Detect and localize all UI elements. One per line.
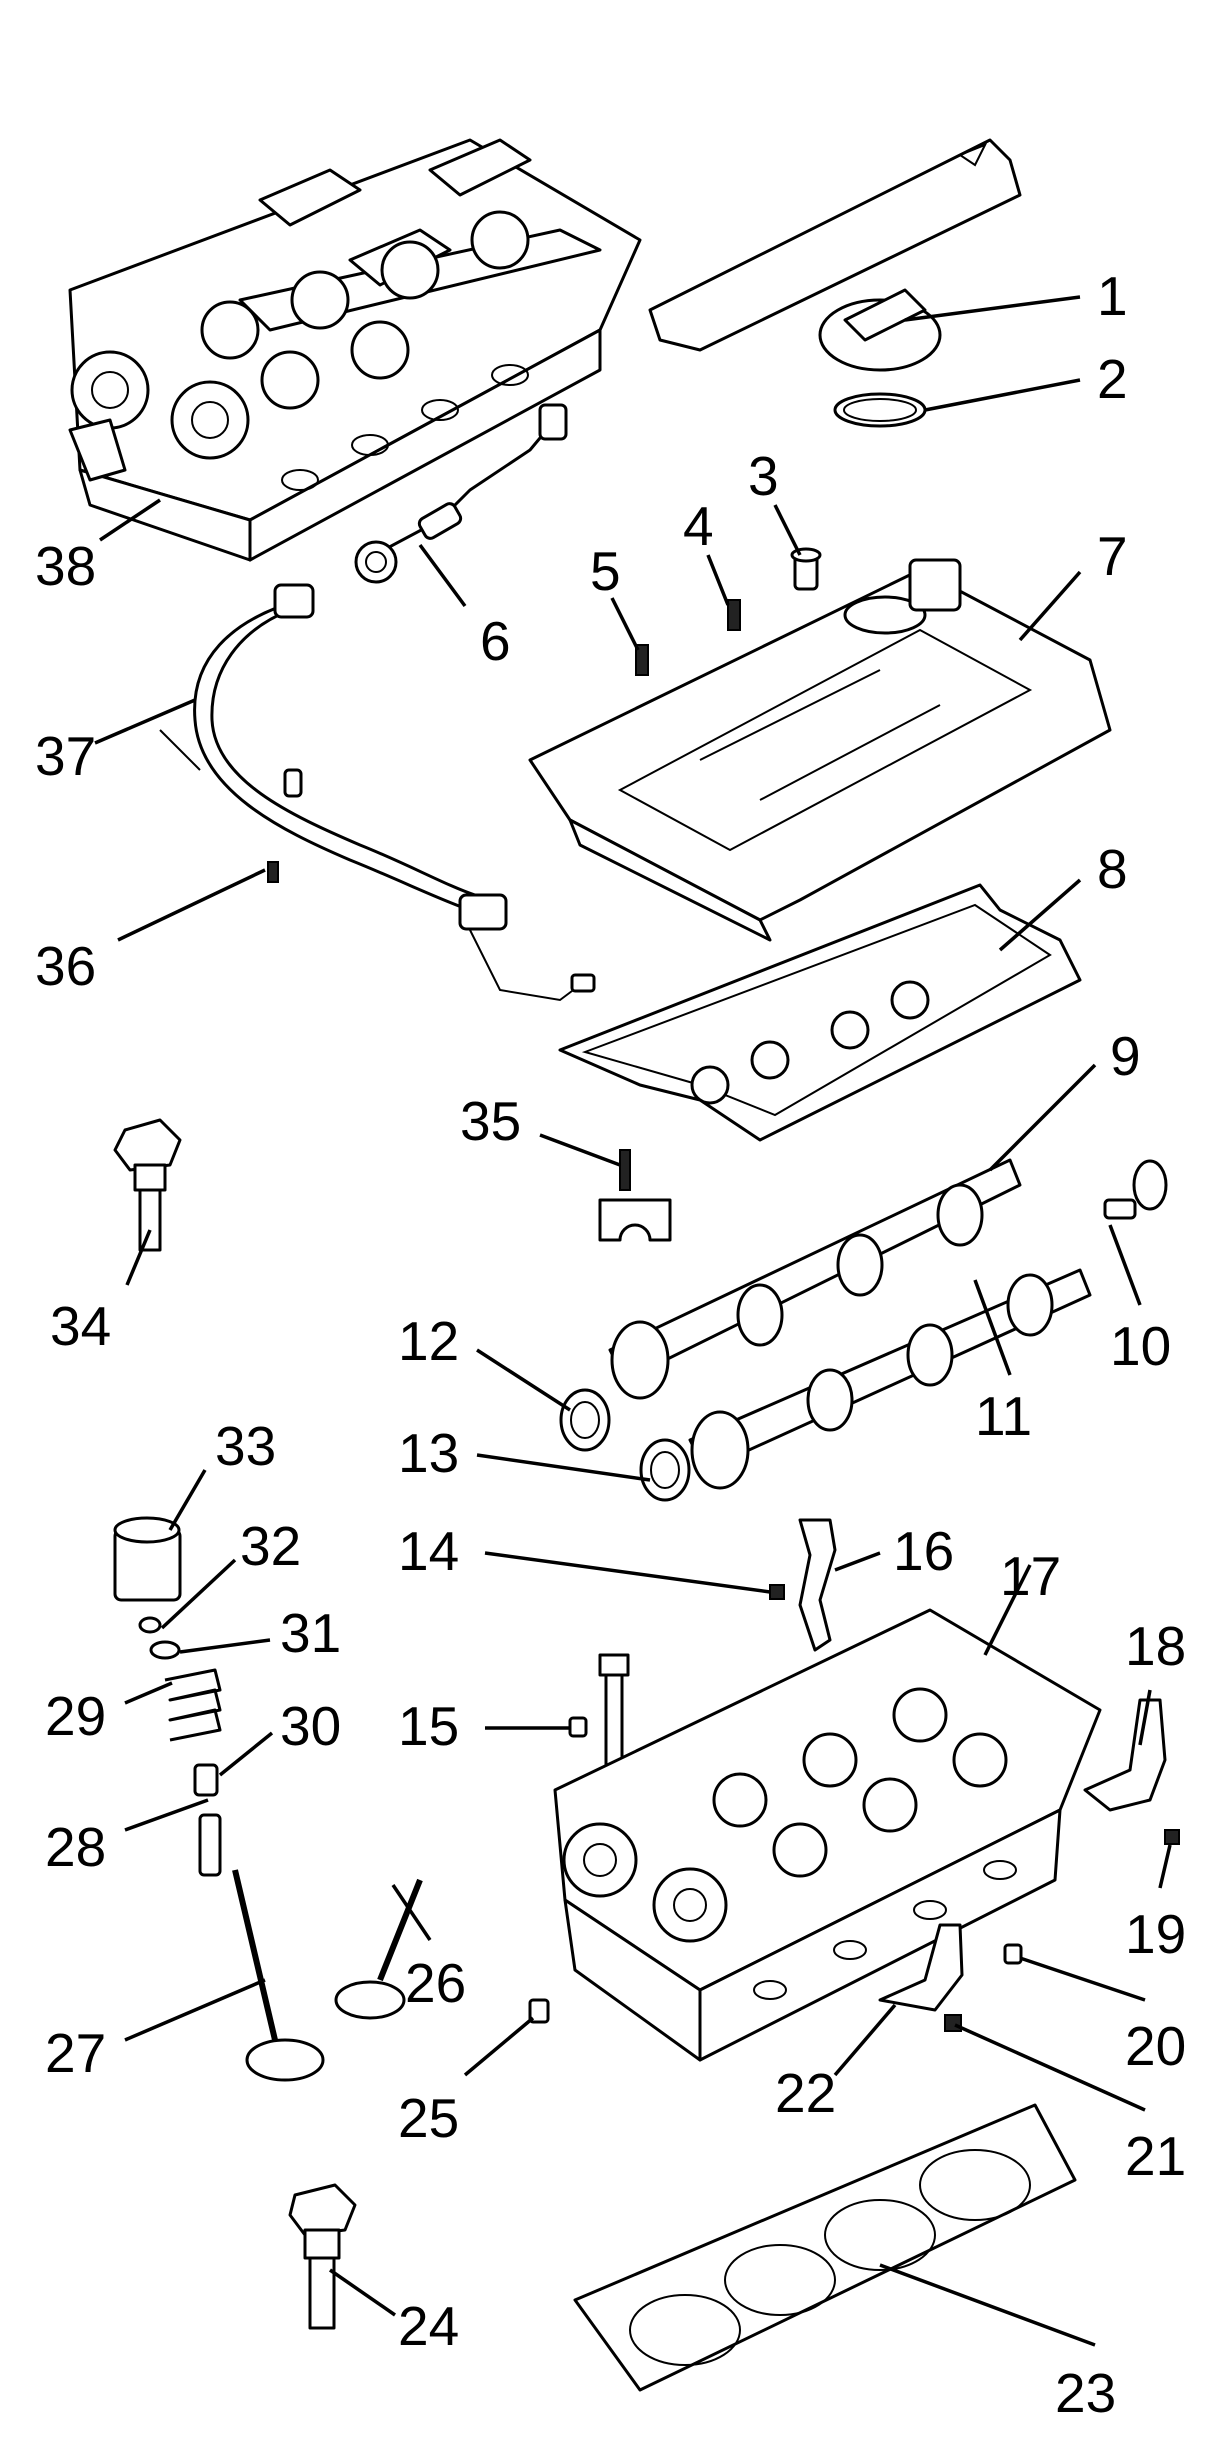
callout-9: 9	[1110, 1025, 1141, 1087]
valve-cover-drawing	[528, 558, 1112, 942]
camshaft-seals-drawing	[559, 1388, 691, 1502]
callout-35: 35	[460, 1090, 521, 1152]
valve-train-parts-drawing	[113, 1516, 222, 1877]
callout-38: 38	[35, 535, 96, 597]
callout-29: 29	[45, 1685, 106, 1747]
bearing-cap-drawing	[598, 1149, 672, 1242]
callout-13: 13	[398, 1422, 459, 1484]
callout-24: 24	[398, 2295, 459, 2357]
callout-37: 37	[35, 725, 96, 787]
harness-sensor-drawing	[354, 403, 568, 584]
head-bolt-34-drawing	[113, 1118, 182, 1252]
callout-1: 1	[1097, 265, 1128, 327]
oil-cap-drawing	[818, 288, 942, 428]
callout-28: 28	[45, 1816, 106, 1878]
callout-25: 25	[398, 2087, 459, 2149]
callout-labels: 1 2 3 4 5 6 7 8 9 10 11 12 13 14 15 16 1…	[35, 265, 1186, 2424]
small-bolts-drawing	[635, 547, 822, 676]
callout-4: 4	[683, 495, 714, 557]
callout-33: 33	[215, 1415, 276, 1477]
callout-26: 26	[405, 1952, 466, 2014]
callout-18: 18	[1125, 1615, 1186, 1677]
rear-brackets-drawing	[878, 1698, 1180, 2032]
callout-19: 19	[1125, 1903, 1186, 1965]
bracket-16-drawing	[568, 1518, 837, 1738]
callout-8: 8	[1097, 838, 1128, 900]
callout-20: 20	[1125, 2015, 1186, 2077]
callout-22: 22	[775, 2062, 836, 2124]
wiring-harness-drawing	[159, 583, 596, 1002]
callout-6: 6	[480, 610, 511, 672]
callout-21: 21	[1125, 2125, 1186, 2187]
callout-17: 17	[1000, 1545, 1061, 1607]
callout-7: 7	[1097, 525, 1128, 587]
callout-5: 5	[590, 540, 621, 602]
callout-34: 34	[50, 1295, 111, 1357]
callout-32: 32	[240, 1515, 301, 1577]
engine-cover-plate-drawing	[648, 138, 1022, 352]
callout-30: 30	[280, 1695, 341, 1757]
callout-14: 14	[398, 1520, 459, 1582]
callout-23: 23	[1055, 2362, 1116, 2424]
leader-lines	[94, 295, 1172, 2347]
bolt-36-drawing	[267, 861, 279, 883]
callout-3: 3	[748, 445, 779, 507]
assembled-cylinder-head-drawing	[68, 138, 642, 562]
callout-11: 11	[975, 1385, 1032, 1447]
valves-drawing	[232, 1869, 423, 2082]
callout-16: 16	[893, 1520, 954, 1582]
callout-36: 36	[35, 935, 96, 997]
callout-27: 27	[45, 2022, 106, 2084]
cam-plug-drawing	[1103, 1159, 1168, 1220]
callout-12: 12	[398, 1310, 459, 1372]
callout-10: 10	[1110, 1315, 1171, 1377]
head-gasket-drawing	[573, 2103, 1077, 2392]
fitting-25-drawing	[528, 1998, 550, 2024]
callout-31: 31	[280, 1602, 341, 1664]
bare-cylinder-head-drawing	[553, 1608, 1102, 2062]
callout-2: 2	[1097, 348, 1128, 410]
valve-cover-gasket-drawing	[558, 883, 1082, 1142]
head-bolt-24-drawing	[288, 2183, 357, 2330]
callout-15: 15	[398, 1695, 459, 1757]
